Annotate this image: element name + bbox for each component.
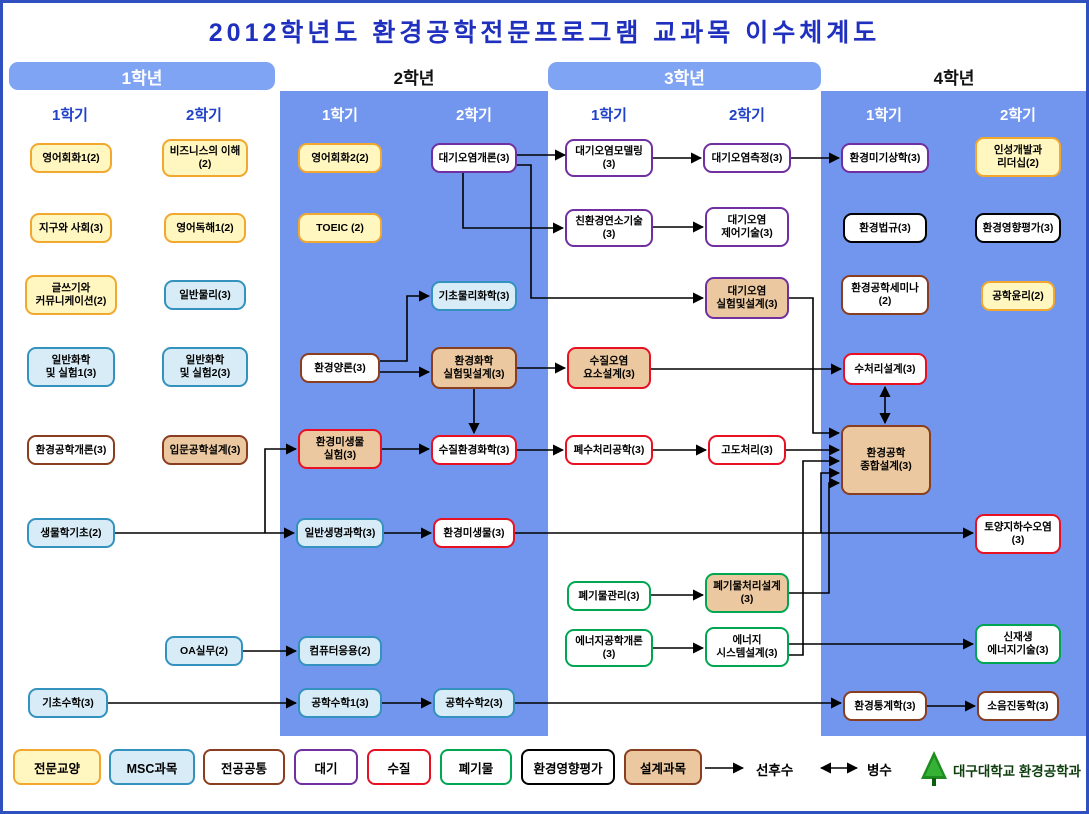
course-bio-basic: 생물학기초(2) [27, 518, 115, 548]
course-eng-conv-2: 영어회화2(2) [298, 143, 382, 173]
course-noise-vibration: 소음진동학(3) [977, 691, 1059, 721]
course-gen-chem-1: 일반화학 및 실험1(3) [27, 347, 115, 387]
course-soil-groundwater: 토양지하수오염 (3) [975, 514, 1061, 554]
sequence-arrow-label: 선후수 [756, 763, 794, 778]
university-logo-icon [921, 751, 947, 786]
course-env-micrometeorology: 환경미기상학(3) [841, 143, 929, 173]
course-adv-treatment: 고도처리(3) [708, 435, 786, 465]
course-water-treat-design: 수처리설계(3) [843, 353, 927, 385]
course-env-microbiology: 환경미생물(3) [433, 518, 515, 548]
course-air-pollution-intro: 대기오염개론(3) [431, 143, 517, 173]
course-business: 비즈니스의 이해 (2) [162, 139, 248, 177]
sequence-arrow-icon [705, 762, 745, 774]
semester-header-3: 1학기 [322, 107, 358, 124]
semester-header-1: 1학기 [52, 107, 88, 124]
course-gen-chem-2: 일반화학 및 실험2(3) [162, 347, 248, 387]
course-oa-practice: OA실무(2) [165, 636, 243, 666]
course-env-chem-exp-design: 환경화학 실험및설계(3) [431, 347, 517, 389]
course-air-measurement: 대기오염측정(3) [703, 143, 791, 173]
course-air-control-tech: 대기오염 제어기술(3) [705, 207, 789, 247]
course-clean-combustion: 친환경연소기술 (3) [565, 209, 653, 247]
course-writing-comm: 글쓰기와 커뮤니케이션(2) [25, 275, 117, 315]
legend-liberal-arts: 전문교양 [13, 749, 101, 785]
year-header-3: 3학년 [548, 62, 821, 90]
course-waste-treat-design: 폐기물처리설계 (3) [705, 573, 789, 613]
semester-header-2: 2학기 [186, 107, 222, 124]
concurrent-arrow-icon [819, 762, 859, 774]
course-eng-conv-1: 영어회화1(2) [30, 143, 112, 173]
year-header-1: 1학년 [9, 62, 275, 90]
semester-header-8: 2학기 [1000, 107, 1036, 124]
semester-header-4: 2학기 [456, 107, 492, 124]
legend-design: 설계과목 [624, 749, 702, 785]
semester-header-6: 2학기 [729, 107, 765, 124]
legend-air: 대기 [294, 749, 358, 785]
legend-eia: 환경영향평가 [521, 749, 615, 785]
course-env-stoich: 환경양론(3) [300, 353, 380, 383]
university-logo-text: 대구대학교 환경공학과 [953, 764, 1081, 779]
course-wastewater-eng: 폐수처리공학(3) [565, 435, 653, 465]
course-env-law: 환경법규(3) [843, 213, 927, 243]
course-eng-math-2: 공학수학2(3) [433, 688, 515, 718]
course-waste-mgmt: 폐기물관리(3) [567, 581, 651, 611]
concurrent-arrow-label: 병수 [867, 763, 892, 778]
course-eng-math-1: 공학수학1(3) [298, 688, 382, 718]
course-env-statistics: 환경통계학(3) [843, 691, 927, 721]
course-energy-sys-design: 에너지 시스템설계(3) [705, 627, 789, 667]
year-header-4: 4학년 [933, 68, 975, 88]
course-capstone: 환경공학 종합설계(3) [841, 425, 931, 495]
page-title: 2012학년도 환경공학전문프로그램 교과목 이수체계도 [208, 19, 881, 47]
course-leadership: 인성개발과 리더십(2) [975, 137, 1061, 177]
course-env-eng-intro: 환경공학개론(3) [27, 435, 115, 465]
course-toeic: TOEIC (2) [298, 213, 382, 243]
course-gen-life-sci: 일반생명과학(3) [296, 518, 384, 548]
course-basic-math: 기초수학(3) [28, 688, 108, 718]
semester-header-5: 1학기 [591, 107, 627, 124]
course-gen-physics: 일반물리(3) [164, 280, 246, 310]
course-basic-phys-chem: 기초물리화학(3) [431, 281, 517, 311]
course-env-impact-assess: 환경영향평가(3) [975, 213, 1061, 243]
course-env-micro-exp: 환경미생물 실험(3) [298, 429, 382, 469]
course-air-modeling: 대기오염모델링 (3) [565, 139, 653, 177]
course-eng-ethics: 공학윤리(2) [981, 281, 1055, 311]
course-computer-app: 컴퓨터응용(2) [298, 636, 382, 666]
course-energy-eng-intro: 에너지공학개론 (3) [565, 629, 653, 667]
course-eng-read-1: 영어독해1(2) [164, 213, 246, 243]
legend-water: 수질 [367, 749, 431, 785]
course-renewable-energy: 신재생 에너지기술(3) [975, 624, 1061, 664]
course-intro-eng-design: 입문공학설계(3) [162, 435, 248, 465]
legend-waste: 폐기물 [440, 749, 512, 785]
course-air-exp-design: 대기오염 실험및설계(3) [705, 277, 789, 319]
legend-major-common: 전공공통 [203, 749, 285, 785]
year-header-2: 2학년 [393, 68, 435, 88]
course-earth-society: 지구와 사회(3) [30, 213, 112, 243]
course-water-elem-design: 수질오염 요소설계(3) [567, 347, 651, 389]
semester-header-7: 1학기 [866, 107, 902, 124]
legend-msc: MSC과목 [109, 749, 195, 785]
course-water-env-chem: 수질환경화학(3) [431, 435, 517, 465]
course-env-seminar: 환경공학세미나 (2) [841, 275, 929, 315]
